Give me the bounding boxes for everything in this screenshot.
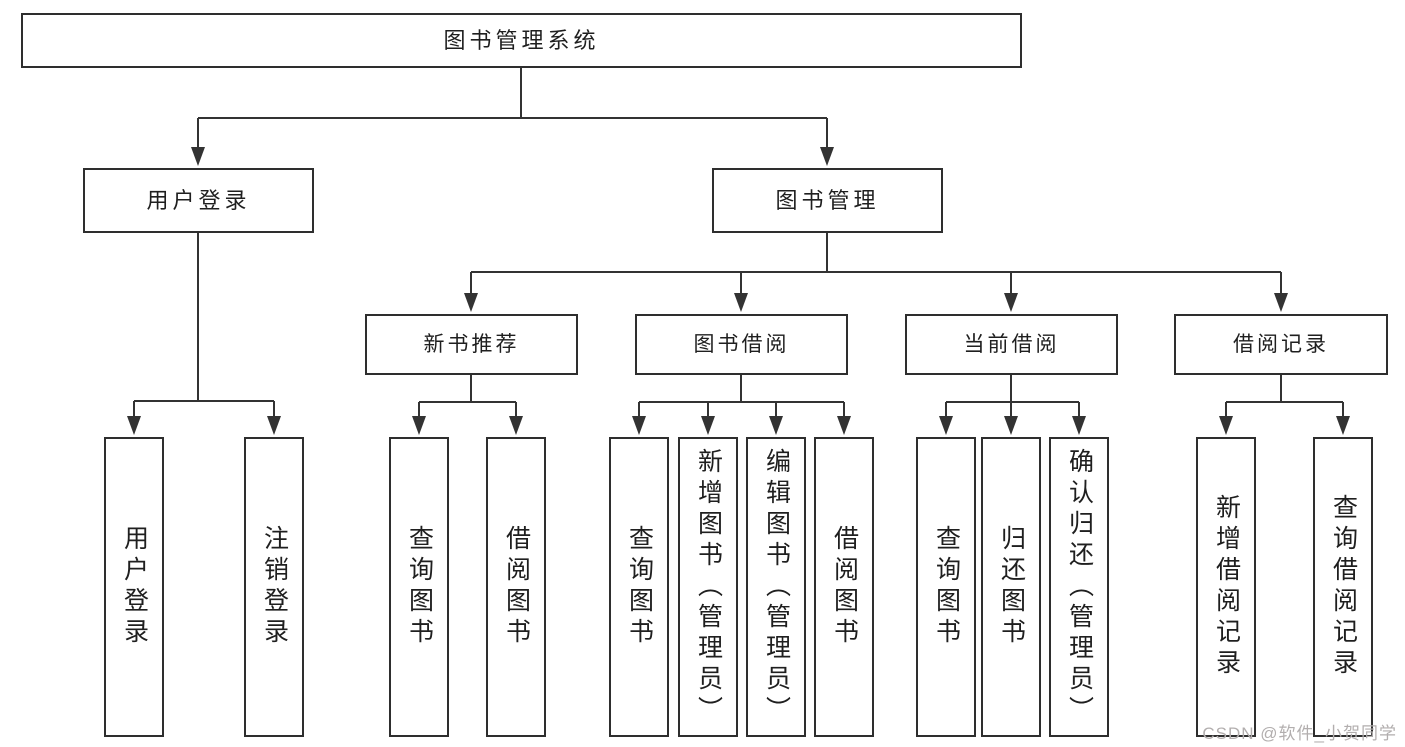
connector-currentborrow-to-leaves (939, 374, 1086, 435)
leaf-query-borrow-record: 查询借阅记录 (1313, 437, 1373, 737)
node-current-borrow: 当前借阅 (905, 314, 1118, 375)
csdn-watermark: CSDN @软件_小贺同学 (1202, 724, 1397, 743)
node-user-login: 用户登录 (83, 168, 314, 233)
node-book-borrow: 图书借阅 (635, 314, 848, 375)
leaf-query-books: 查询图书 (916, 437, 976, 737)
leaf-user-login: 用户登录 (104, 437, 164, 737)
leaf-borrow-books: 借阅图书 (814, 437, 874, 737)
leaf-borrow-books: 借阅图书 (486, 437, 546, 737)
connector-borrowrecords-to-leaves (1219, 374, 1350, 435)
leaf-add-borrow-record: 新增借阅记录 (1196, 437, 1256, 737)
node-book-management: 图书管理 (712, 168, 943, 233)
leaf-logout: 注销登录 (244, 437, 304, 737)
connector-newbook-to-leaves (412, 374, 523, 435)
connector-root-to-level2 (191, 67, 834, 166)
connector-bookborrow-to-leaves (632, 374, 851, 435)
node-borrow-records: 借阅记录 (1174, 314, 1388, 375)
leaf-edit-book-admin: 编辑图书（管理员） (746, 437, 806, 737)
leaf-confirm-return-admin: 确认归还（管理员） (1049, 437, 1109, 737)
node-library-management-system: 图书管理系统 (21, 13, 1022, 68)
leaf-add-book-admin: 新增图书（管理员） (678, 437, 738, 737)
connector-userlogin-to-leaves (127, 232, 281, 435)
leaf-query-books: 查询图书 (609, 437, 669, 737)
leaf-return-book: 归还图书 (981, 437, 1041, 737)
leaf-query-books: 查询图书 (389, 437, 449, 737)
node-new-book-recommend: 新书推荐 (365, 314, 578, 375)
connector-bookmgmt-to-level3 (464, 232, 1288, 312)
